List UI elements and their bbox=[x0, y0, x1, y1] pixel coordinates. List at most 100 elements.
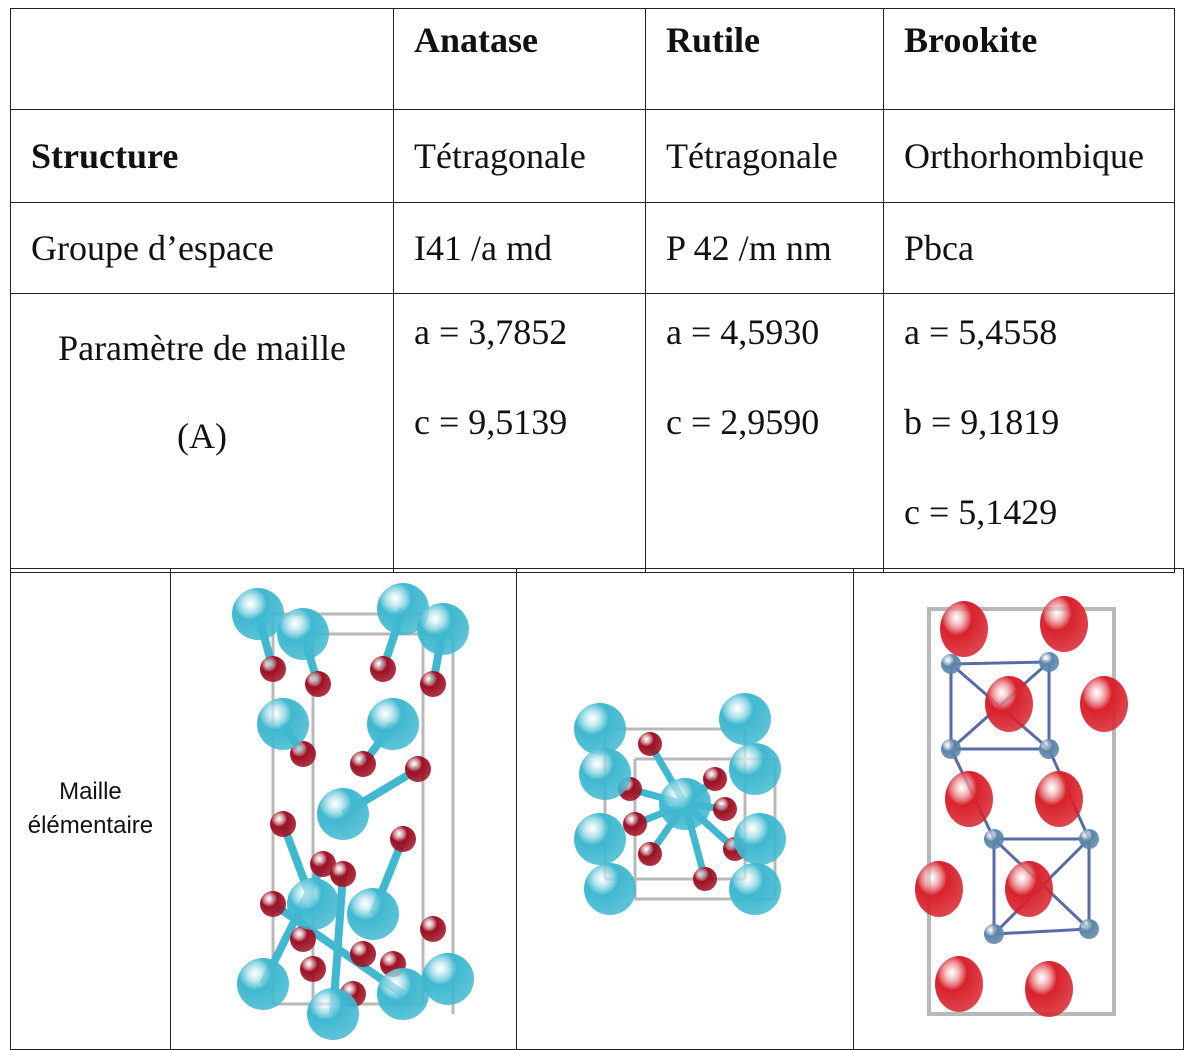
oxygen-atom bbox=[370, 656, 397, 682]
brookite-c: c = 5,1429 bbox=[904, 492, 1058, 532]
titanium-atom bbox=[940, 654, 961, 674]
lattice-param-label-line1: Paramètre de maille bbox=[58, 328, 346, 368]
titanium-atom bbox=[983, 829, 1004, 849]
oxygen-atom bbox=[1034, 771, 1083, 827]
unit-cell-table: Maille élémentaire bbox=[10, 568, 1184, 1050]
titanium-atom bbox=[1078, 829, 1099, 849]
titanium-atom bbox=[1038, 652, 1059, 672]
oxygen-atom bbox=[260, 891, 287, 917]
unit-cell-label-line2: élémentaire bbox=[27, 812, 154, 839]
oxygen-atom bbox=[270, 811, 297, 837]
rutile-a: a = 4,5930 bbox=[666, 312, 820, 352]
anatase-a: a = 3,7852 bbox=[414, 312, 568, 352]
properties-table: Anatase Rutile Brookite Structure Tétrag… bbox=[10, 8, 1175, 573]
header-row: Anatase Rutile Brookite bbox=[10, 8, 1175, 110]
titanium-atom bbox=[307, 988, 360, 1040]
titanium-atom bbox=[347, 888, 400, 940]
structure-brookite: Orthorhombique bbox=[883, 109, 1175, 203]
oxygen-atom bbox=[702, 767, 727, 791]
header-brookite: Brookite bbox=[883, 8, 1175, 110]
titanium-atom bbox=[733, 813, 786, 865]
titanium-atom bbox=[237, 958, 290, 1010]
space-group-row: Groupe d’espace I41 /a md P 42 /m nm Pbc… bbox=[10, 202, 1175, 294]
titanium-atom bbox=[583, 863, 636, 915]
oxygen-atom bbox=[350, 941, 377, 967]
brookite-b: b = 9,1819 bbox=[904, 402, 1060, 442]
brookite-bond bbox=[993, 927, 1089, 936]
titanium-atom bbox=[573, 703, 626, 755]
titanium-atom bbox=[728, 743, 781, 795]
lattice-param-brookite: a = 5,4558 b = 9,1819 c = 5,1429 bbox=[883, 293, 1175, 573]
titanium-atom bbox=[287, 878, 340, 930]
lattice-param-rutile: a = 4,5930 c = 2,9590 bbox=[645, 293, 884, 573]
titanium-atom bbox=[658, 778, 711, 830]
oxygen-atom bbox=[290, 926, 317, 952]
space-group-rutile: P 42 /m nm bbox=[645, 202, 884, 294]
titanium-atom bbox=[422, 953, 475, 1005]
lattice-param-row: Paramètre de maille (A) a = 3,7852 c = 9… bbox=[10, 293, 1175, 573]
titanium-atom bbox=[1038, 739, 1059, 759]
oxygen-atom bbox=[305, 671, 332, 697]
oxygen-atom bbox=[944, 771, 993, 827]
brookite-a: a = 5,4558 bbox=[904, 312, 1058, 352]
titanium-atom bbox=[983, 924, 1004, 944]
titanium-atom bbox=[417, 603, 470, 655]
unit-cell-label: Maille élémentaire bbox=[10, 568, 171, 1050]
lattice-param-label-line2: (A) bbox=[177, 416, 227, 456]
titanium-atom bbox=[232, 588, 285, 640]
oxygen-atom bbox=[310, 851, 337, 877]
anatase-unit-cell-diagram bbox=[232, 583, 475, 1040]
titanium-atom bbox=[257, 698, 310, 750]
oxygen-atom bbox=[300, 956, 327, 982]
oxygen-atom bbox=[637, 842, 662, 866]
titanium-atom bbox=[377, 583, 430, 635]
oxygen-atom bbox=[637, 732, 662, 756]
structure-anatase: Tétragonale bbox=[393, 109, 646, 203]
oxygen-atom bbox=[914, 861, 963, 917]
titanium-atom bbox=[573, 813, 626, 865]
space-group-brookite: Pbca bbox=[883, 202, 1175, 294]
unit-cell-row: Maille élémentaire bbox=[10, 568, 1184, 1050]
unit-cell-label-line1: Maille bbox=[59, 778, 122, 805]
brookite-unit-cell-diagram bbox=[914, 596, 1128, 1017]
titanium-atom bbox=[277, 608, 330, 660]
oxygen-atom bbox=[939, 601, 988, 657]
structure-label: Structure bbox=[10, 109, 394, 203]
oxygen-atom bbox=[420, 671, 447, 697]
lattice-param-label: Paramètre de maille (A) bbox=[10, 293, 394, 573]
brookite-bond bbox=[950, 660, 1049, 666]
header-anatase: Anatase bbox=[393, 8, 646, 110]
oxygen-atom bbox=[390, 826, 417, 852]
oxygen-atom bbox=[712, 797, 737, 821]
titanium-atom bbox=[367, 698, 420, 750]
titanium-atom bbox=[940, 739, 961, 759]
titanium-atom bbox=[1078, 919, 1099, 939]
anatase-c: c = 9,5139 bbox=[414, 402, 568, 442]
structure-rutile: Tétragonale bbox=[645, 109, 884, 203]
oxygen-atom bbox=[1004, 861, 1053, 917]
oxygen-atom bbox=[692, 867, 717, 891]
oxygen-atom bbox=[1079, 676, 1128, 732]
header-empty-cell bbox=[10, 8, 394, 110]
oxygen-atom bbox=[1039, 596, 1088, 652]
header-rutile: Rutile bbox=[645, 8, 884, 110]
oxygen-atom bbox=[984, 676, 1033, 732]
oxygen-atom bbox=[420, 916, 447, 942]
brookite-frame bbox=[926, 607, 1116, 1016]
structure-row: Structure Tétragonale Tétragonale Orthor… bbox=[10, 109, 1175, 203]
oxygen-atom bbox=[405, 756, 432, 782]
titanium-atom bbox=[718, 693, 771, 745]
oxygen-atom bbox=[350, 751, 377, 777]
titanium-atom bbox=[578, 748, 631, 800]
oxygen-atom bbox=[934, 956, 983, 1012]
titanium-atom bbox=[377, 968, 430, 1020]
brookite-cell-image bbox=[853, 568, 1184, 1050]
rutile-unit-cell-diagram bbox=[573, 693, 786, 915]
space-group-anatase: I41 /a md bbox=[393, 202, 646, 294]
oxygen-atom bbox=[1024, 961, 1073, 1017]
space-group-label: Groupe d’espace bbox=[10, 202, 394, 294]
oxygen-atom bbox=[290, 741, 317, 767]
oxygen-atom bbox=[260, 656, 287, 682]
rutile-c: c = 2,9590 bbox=[666, 402, 820, 442]
lattice-param-anatase: a = 3,7852 c = 9,5139 bbox=[393, 293, 646, 573]
